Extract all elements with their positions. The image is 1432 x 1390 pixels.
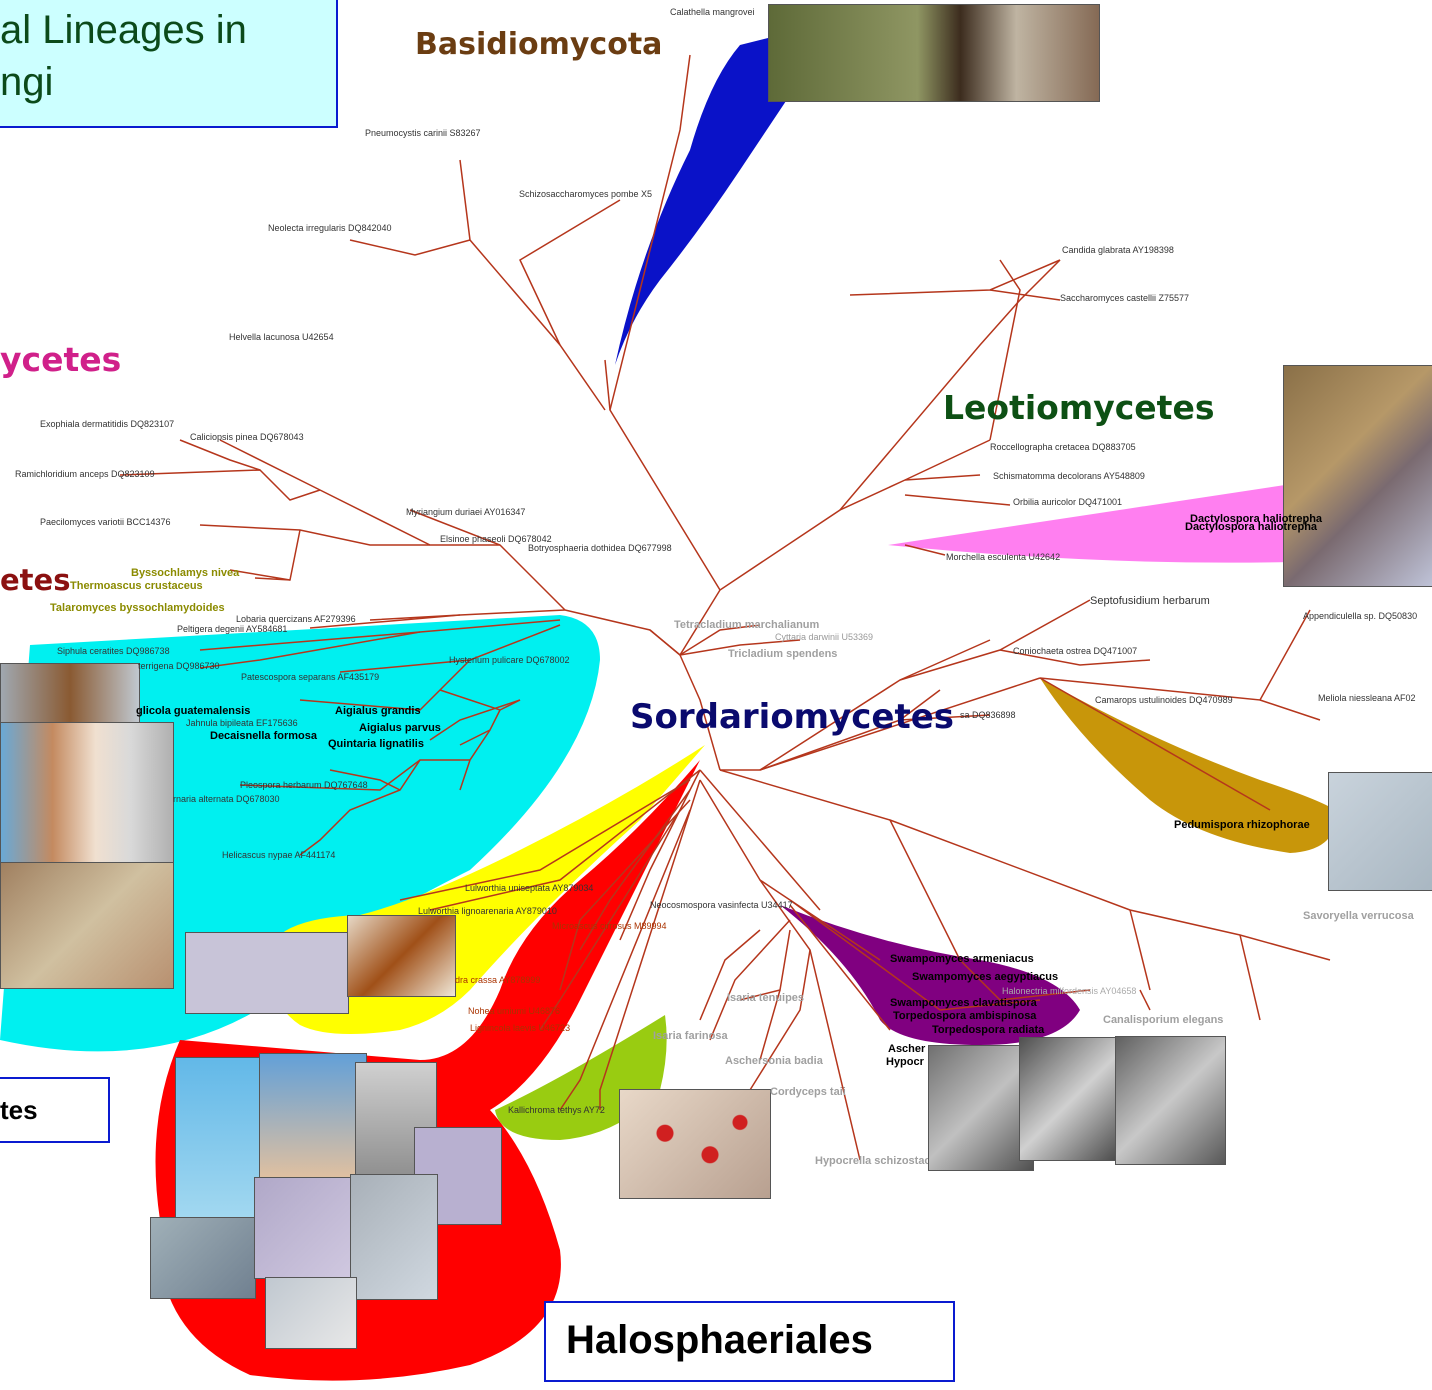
left-magenta-clade-label: ycetes (0, 343, 121, 376)
taxon-cordyceps: Cordyceps taii (770, 1087, 846, 1098)
taxon-microascus: Microascus cirrosus M89994 (552, 922, 667, 931)
taxon-talaromyces: Talaromyces byssochlamydoides (50, 603, 225, 614)
pedumispora-photo (1328, 772, 1432, 891)
taxon-roccellographa: Roccellographa cretacea DQ883705 (990, 443, 1136, 452)
taxon-isaria-farinosa: Isaria farinosa (653, 1031, 728, 1042)
halosphaeriales-photo-5 (150, 1217, 256, 1299)
basidiomycota-label: Basidiomycota (415, 30, 662, 60)
taxon-hypocrella: Hypocrella schizostachyi (815, 1156, 928, 1167)
title-line-1: al Lineages in (0, 8, 247, 53)
left-cyan-photo-1 (0, 663, 140, 725)
taxon-neolecta: Neolecta irregularis DQ842040 (268, 224, 392, 233)
title-box: al Lineages in ngi (0, 0, 338, 128)
lulworthia-photo-2 (347, 915, 456, 997)
taxon-hysterium: Hysterium pulicare DQ678002 (449, 656, 570, 665)
leotiomycetes-label: Leotiomycetes (943, 391, 1214, 424)
taxon-swampomyces-aegyptiacus: Swampomyces aegyptiacus (912, 972, 1058, 983)
left-cyan-photo-3 (0, 862, 174, 989)
taxon-lulworthia-lignoarenaria: Lulworthia lignoarenaria AY879010 (418, 907, 557, 916)
halosphaeriales-photo-7 (350, 1174, 438, 1300)
taxon-schismatomma: Schismatomma decolorans AY548809 (993, 472, 1145, 481)
taxon-ramichloridium: Ramichloridium anceps DQ823109 (15, 470, 155, 479)
taxon-cyttaria: Cyttaria darwinii U53369 (775, 633, 873, 642)
taxon-terrigena: terrigena DQ986730 (138, 662, 220, 671)
left-cyan-photo-2 (0, 722, 174, 872)
torpedospora-photo-3 (1115, 1036, 1226, 1165)
taxon-siphula: Siphula ceratites DQ986738 (57, 647, 170, 656)
taxon-crassa: dra crassa AY878999 (455, 976, 540, 985)
halosphaeriales-photo-8 (265, 1277, 357, 1349)
taxon-jahnula: Jahnula bipileata EF175636 (186, 719, 298, 728)
taxon-dq836898: sa DQ836898 (960, 711, 1016, 720)
taxon-canalisporium: Canalisporium elegans (1103, 1015, 1223, 1026)
taxon-morchella: Morchella esculenta U42642 (946, 553, 1060, 562)
lulworthia-photo-1 (185, 932, 349, 1014)
leotiomycetes-photo (1283, 365, 1432, 587)
taxon-pedumispora: Pedumispora rhizophorae (1174, 820, 1310, 831)
taxon-septofusidium: Septofusidium herbarum (1090, 596, 1210, 607)
taxon-peltigera: Peltigera degenii AY584681 (177, 625, 287, 634)
taxon-torpedospora-radiata: Torpedospora radiata (932, 1025, 1044, 1036)
taxon-appendiculella: Appendiculella sp. DQ50830 (1303, 612, 1417, 621)
taxon-hypocr: Hypocr (886, 1057, 924, 1068)
left-bottom-box-label: tes (0, 1095, 38, 1126)
taxon-saccharomyces: Saccharomyces castellii Z75577 (1060, 294, 1189, 303)
taxon-coniochaeta: Coniochaeta ostrea DQ471007 (1013, 647, 1137, 656)
taxon-kallichroma: Kallichroma tethys AY72 (508, 1106, 605, 1115)
taxon-swampomyces-clavatispora: Swampomyces clavatispora (890, 998, 1037, 1009)
taxon-tricladium: Tricladium spendens (728, 649, 837, 660)
kallichroma-photo (619, 1089, 771, 1199)
taxon-torpedospora-ambispinosa: Torpedospora ambispinosa (893, 1011, 1036, 1022)
halosphaeriales-photo-2 (259, 1053, 367, 1179)
taxon-orbilia: Orbilia auricolor DQ471001 (1013, 498, 1122, 507)
taxon-pneumocystis: Pneumocystis carinii S83267 (365, 129, 481, 138)
taxon-meliola: Meliola niessleana AF02 (1318, 694, 1416, 703)
left-red-clade-label: etes (0, 566, 70, 595)
taxon-lobaria: Lobaria quercizans AF279396 (236, 615, 356, 624)
taxon-neocosmospora: Neocosmospora vasinfecta U34417 (650, 901, 793, 910)
taxon-glicola: glicola guatemalensis (136, 706, 250, 717)
taxon-savoryella: Savoryella verrucosa (1303, 911, 1414, 922)
taxon-schizosaccharomyces: Schizosaccharomyces pombe X5 (519, 190, 652, 199)
taxon-myriangium: Myriangium duriaei AY016347 (406, 508, 525, 517)
taxon-decaisnella: Decaisnella formosa (210, 731, 317, 742)
torpedospora-photo-2 (1019, 1037, 1127, 1161)
taxon-calathella: Calathella mangrovei (670, 8, 755, 17)
taxon-aschersonia-badia: Aschersonia badia (725, 1056, 823, 1067)
taxon-ascher: Ascher (888, 1044, 925, 1055)
taxon-helicascus: Helicascus nypae AF441174 (222, 851, 335, 860)
taxon-caliciopsis: Caliciopsis pinea DQ678043 (190, 433, 304, 442)
taxon-exophiala: Exophiala dermatitidis DQ823107 (40, 420, 174, 429)
taxon-lignincola: Lignincola laevis U46723 (470, 1024, 570, 1033)
taxon-aigialus-grandis: Aigialus grandis (335, 706, 421, 717)
taxon-swampomyces-armeniacus: Swampomyces armeniacus (890, 954, 1034, 965)
taxon-thermoascus: Thermoascus crustaceus (70, 581, 203, 592)
taxon-helvella: Helvella lacunosa U42654 (229, 333, 334, 342)
taxon-isaria-tenuipes: Isaria tenuipes (727, 993, 804, 1004)
taxon-camarops: Camarops ustulinoides DQ470989 (1095, 696, 1233, 705)
taxon-quintaria: Quintaria lignatilis (328, 739, 424, 750)
left-bottom-box: tes (0, 1077, 110, 1143)
taxon-nohea: Nohea umiumi U46876 (468, 1007, 560, 1016)
taxon-tetracladium: Tetracladium marchalianum (674, 620, 819, 631)
title-line-2: ngi (0, 60, 53, 105)
taxon-pleospora: Pleospora herbarum DQ767648 (240, 781, 368, 790)
taxon-lulworthia-uniseptata: Lulworthia uniseptata AY879034 (465, 884, 593, 893)
taxon-ay04658: Halonectria milfordensis AY04658 (1002, 987, 1136, 996)
taxon-alternaria: rnaria alternata DQ678030 (173, 795, 280, 804)
taxon-patescospora: Patescospora separans AF435179 (241, 673, 379, 682)
calathella-photo (768, 4, 1100, 102)
taxon-aigialus-parvus: Aigialus parvus (359, 723, 441, 734)
taxon-botryosphaeria: Botryosphaeria dothidea DQ677998 (528, 544, 672, 553)
halosphaeriales-box: Halosphaeriales (544, 1301, 955, 1382)
halosphaeriales-photo-6 (254, 1177, 352, 1279)
taxon-byssochlamys: Byssochlamys nivea (131, 568, 239, 579)
taxon-paecilomyces: Paecilomyces variotii BCC14376 (40, 518, 171, 527)
taxon-dactylospora-2: Dactylospora haliotrepha (1185, 522, 1317, 533)
taxon-candida: Candida glabrata AY198398 (1062, 246, 1174, 255)
halosphaeriales-label: Halosphaeriales (566, 1318, 873, 1363)
sordariomycetes-label: Sordariomycetes (630, 700, 954, 734)
